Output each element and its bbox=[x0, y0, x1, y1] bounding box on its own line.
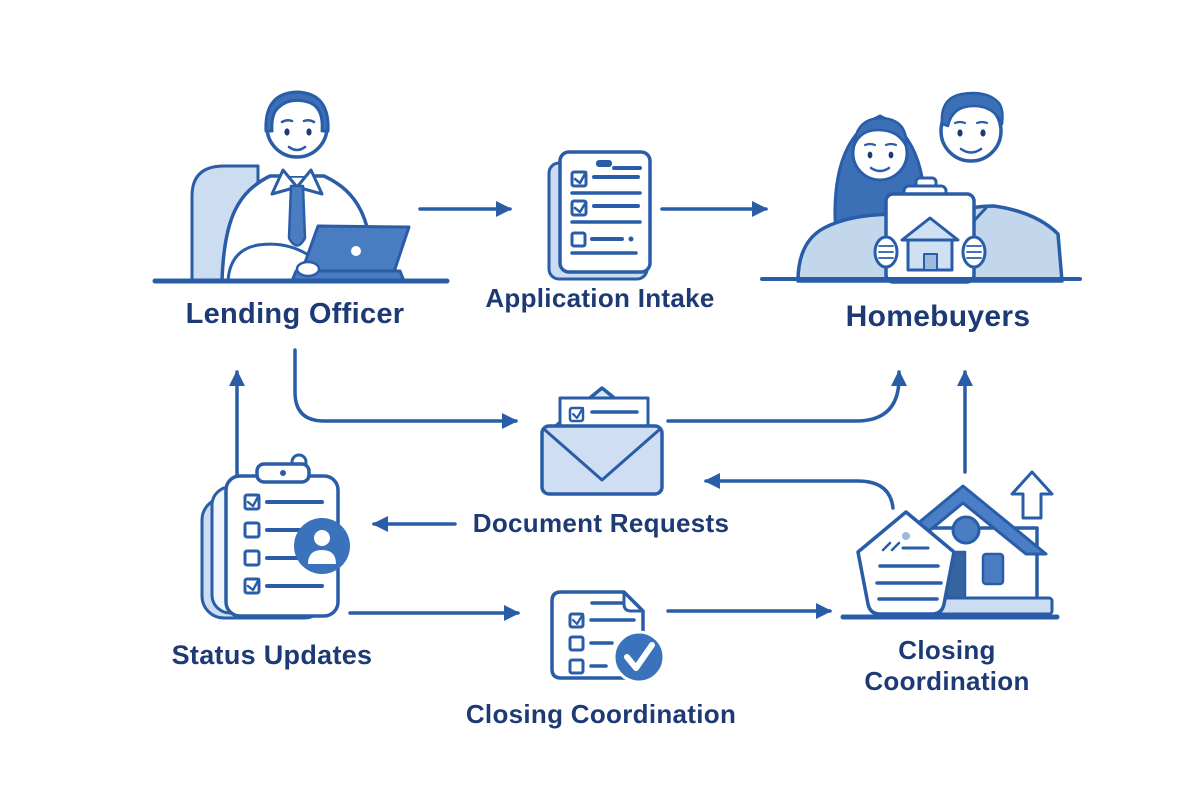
smile bbox=[287, 145, 307, 152]
chimney-arrow bbox=[1010, 470, 1054, 520]
homebuyers-label: Homebuyers bbox=[845, 300, 1031, 333]
status-updates-clipboard-icon bbox=[200, 453, 350, 620]
tie bbox=[287, 184, 307, 247]
folded-corner bbox=[622, 590, 645, 613]
homebuyers-illustration bbox=[760, 91, 1082, 284]
envelope-body bbox=[540, 424, 664, 496]
hair bbox=[264, 90, 330, 133]
application-intake-icon bbox=[547, 150, 652, 281]
check-badge bbox=[612, 630, 666, 684]
closing-coordination-house-icon bbox=[840, 470, 1060, 620]
arrow-docrequests-to-homebuyers bbox=[666, 370, 907, 423]
application-intake-label: Application Intake bbox=[485, 283, 715, 313]
document-requests-envelope-icon bbox=[540, 386, 664, 496]
envelope-fold bbox=[543, 428, 661, 482]
closing-coordination-doc-label: Closing Coordination bbox=[465, 699, 737, 729]
closing-coordination-document-icon bbox=[550, 590, 666, 684]
house-glyph-door bbox=[923, 253, 938, 271]
round-window bbox=[951, 515, 981, 545]
checkmark bbox=[624, 642, 655, 671]
hand bbox=[295, 260, 321, 278]
deed-pentagon bbox=[856, 510, 956, 616]
man-hair bbox=[940, 91, 1004, 128]
lending-officer-label: Lending Officer bbox=[185, 298, 405, 330]
house-door bbox=[981, 552, 1005, 586]
status-updates-label: Status Updates bbox=[171, 640, 373, 670]
document-requests-label: Document Requests bbox=[472, 508, 730, 538]
flow-arrows bbox=[229, 201, 973, 621]
arrow-closing-to-docrequests bbox=[704, 473, 895, 510]
woman-fringe bbox=[852, 116, 908, 148]
arrow-officer-to-docrequests bbox=[293, 348, 518, 429]
closing-coordination-house-label: Closing Coordination bbox=[864, 635, 1030, 697]
lending-officer-illustration bbox=[152, 90, 450, 284]
